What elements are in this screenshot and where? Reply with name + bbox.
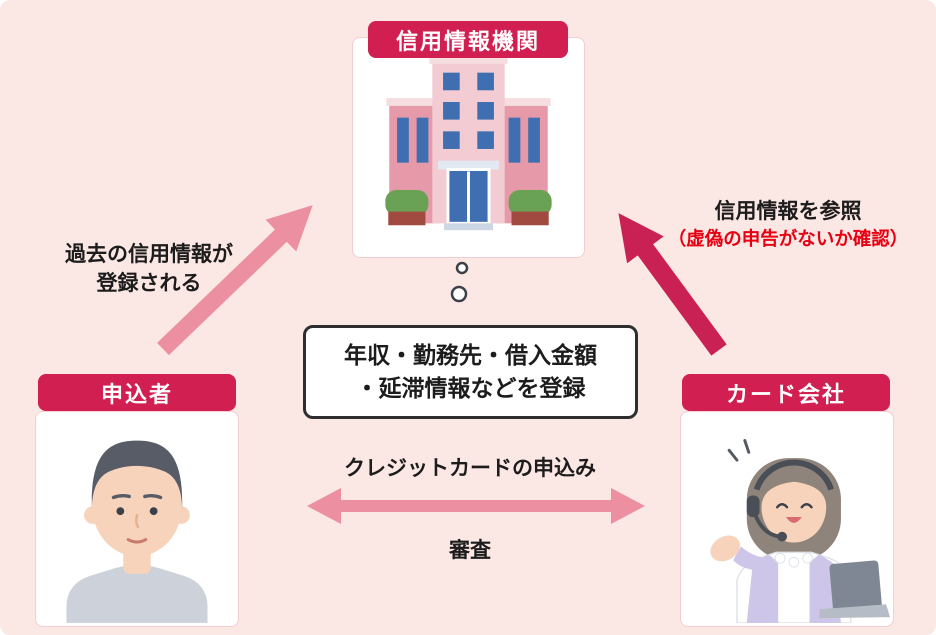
left-planter (388, 211, 426, 226)
headset-earpiece-icon (746, 495, 760, 518)
headset-band-icon (753, 459, 834, 491)
left-parapet (386, 98, 444, 106)
operator-fringe (761, 469, 827, 508)
tower-windows (443, 72, 494, 149)
laptop-screen (829, 560, 882, 613)
man-mouth (126, 538, 148, 544)
agency-badge: 信用情報機関 (368, 21, 568, 58)
company-to-agency-arrow (618, 213, 727, 356)
left-bush (385, 190, 429, 216)
operator-right-eye (800, 503, 813, 509)
right-parapet (493, 98, 551, 106)
apply-label-text: クレジットカードの申込み (344, 457, 596, 480)
man-face (91, 454, 183, 557)
right-planter (511, 211, 549, 226)
reference-line1: 信用情報を参照 (714, 200, 862, 223)
company-badge-label: カード会社 (725, 381, 846, 407)
agency-card (352, 37, 585, 258)
registration-line1: 年収・勤務先・借入金額 (344, 342, 597, 368)
collar-scallop (802, 552, 813, 564)
apply-label: クレジットカードの申込み (290, 452, 650, 482)
vest-left-panel (746, 554, 779, 623)
company-card (680, 411, 894, 627)
thought-dot-large (450, 285, 468, 303)
man-left-eyebrow (111, 493, 131, 500)
applicant-company-double-arrow (307, 488, 645, 524)
company-badge: カード会社 (682, 374, 890, 411)
operator-left-eye (775, 503, 789, 509)
laptop-base (819, 604, 890, 619)
man-hair (91, 440, 183, 510)
wing-windows (397, 117, 540, 163)
register-history-label: 過去の信用情報が 登録される (18, 240, 280, 298)
man-right-eye (149, 507, 158, 516)
man-nose (134, 513, 140, 529)
collar-scallop (774, 552, 786, 564)
entrance-step (444, 223, 493, 231)
right-bush (508, 190, 552, 216)
operator-face (761, 471, 827, 543)
operator-mouth (786, 517, 802, 523)
man-shirt (66, 565, 208, 623)
man-left-eye (116, 507, 125, 516)
operator-sleeve (733, 546, 771, 571)
agency-badge-label: 信用情報機関 (395, 28, 540, 54)
headset-mic-icon (777, 531, 787, 542)
collar-scallop (788, 556, 800, 568)
applicant-badge: 申込者 (38, 374, 236, 411)
registration-box: 年収・勤務先・借入金額 ・延滞情報などを登録 (303, 325, 638, 419)
operator-hand (710, 535, 741, 562)
applicant-badge-label: 申込者 (100, 381, 173, 407)
man-right-eyebrow (143, 493, 163, 500)
reference-label: 信用情報を参照 （虚偽の申告がないか確認） (640, 198, 936, 252)
screening-label-text: 審査 (449, 539, 491, 562)
tower-parapet (429, 56, 508, 64)
man-illustration (66, 440, 208, 623)
reference-line2-alert: （虚偽の申告がないか確認） (667, 228, 909, 249)
screening-label: 審査 (290, 534, 650, 564)
building-illustration (385, 56, 552, 231)
cheer-mark-icon (743, 439, 751, 454)
cheer-mark-icon (727, 448, 739, 462)
thought-dot-small (455, 261, 469, 275)
applicant-to-agency-arrow (157, 205, 313, 356)
operator-illustration (710, 439, 890, 623)
applicant-card (35, 411, 239, 627)
registration-line2: ・延滞情報などを登録 (355, 375, 586, 401)
entrance-canopy (438, 160, 499, 170)
register-history-line1: 過去の信用情報が (65, 243, 233, 266)
register-history-line2: 登録される (96, 272, 202, 295)
